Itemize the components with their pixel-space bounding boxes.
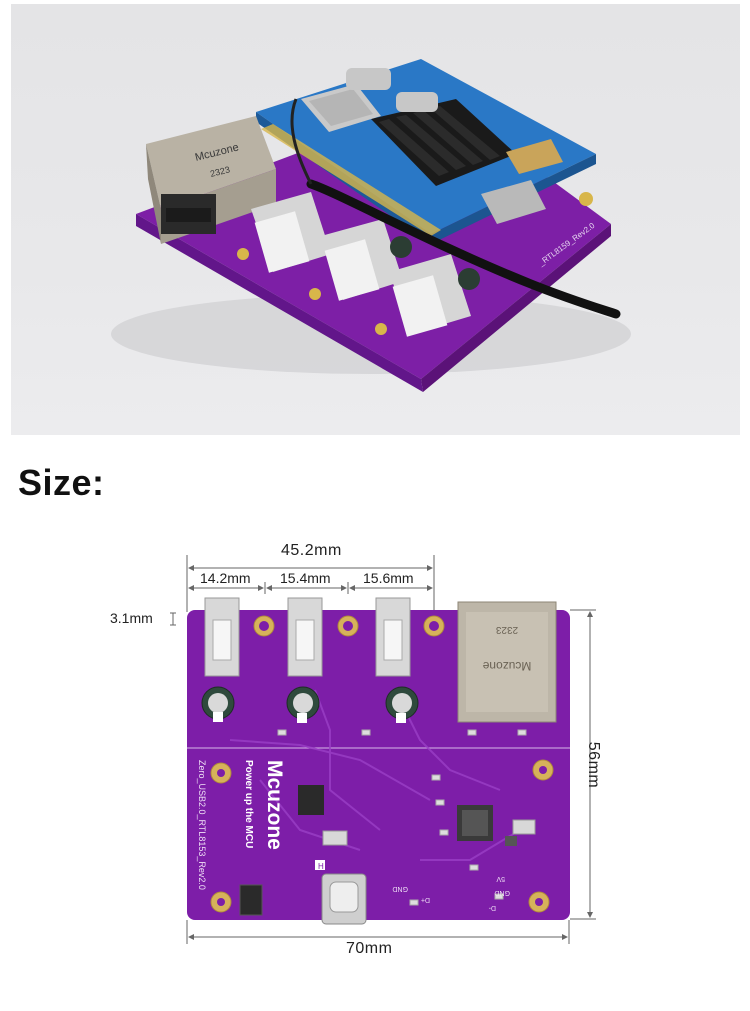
usb-hub-board-photo: Mcuzone 2323 _RTL8159_Rev2.0: [111, 59, 631, 392]
label-dplus: D+: [421, 896, 430, 903]
label-5v: 5V: [496, 875, 505, 882]
dimension-spacing-3: 15.6mm: [363, 570, 414, 586]
label-gnd: GND: [494, 889, 510, 896]
dimension-width-bottom: 70mm: [346, 940, 393, 957]
dimension-spacing-2: 15.4mm: [280, 570, 331, 586]
size-heading: Size:: [18, 462, 105, 503]
jack-code-text: 2323: [209, 164, 231, 179]
board-brand: Mcuzone: [263, 760, 286, 850]
dimension-height: 56mm: [585, 741, 603, 789]
dimension-spacing-1: 14.2mm: [200, 570, 251, 586]
dimension-diagram: 2323 Mcuzone Mcuzone Power up the MCU Ze…: [0, 530, 750, 1011]
product-photo: Mcuzone 2323 _RTL8159_Rev2.0: [11, 4, 740, 435]
label-h: H: [318, 862, 324, 871]
jack-code-label: 2323: [495, 624, 518, 635]
board-top-view: 2323 Mcuzone Mcuzone Power up the MCU Ze…: [170, 555, 596, 944]
label-dminus: D-: [488, 904, 496, 911]
board-slogan: Power up the MCU: [243, 760, 254, 848]
label-gnd-2: GND: [392, 885, 408, 892]
dimension-overall-width: 45.2mm: [281, 542, 342, 559]
dimension-offset: 3.1mm: [110, 610, 153, 626]
jack-brand-label: Mcuzone: [482, 659, 531, 673]
board-rev: Zero_USB2.0_RTL8153_Rev2.0: [197, 760, 207, 890]
